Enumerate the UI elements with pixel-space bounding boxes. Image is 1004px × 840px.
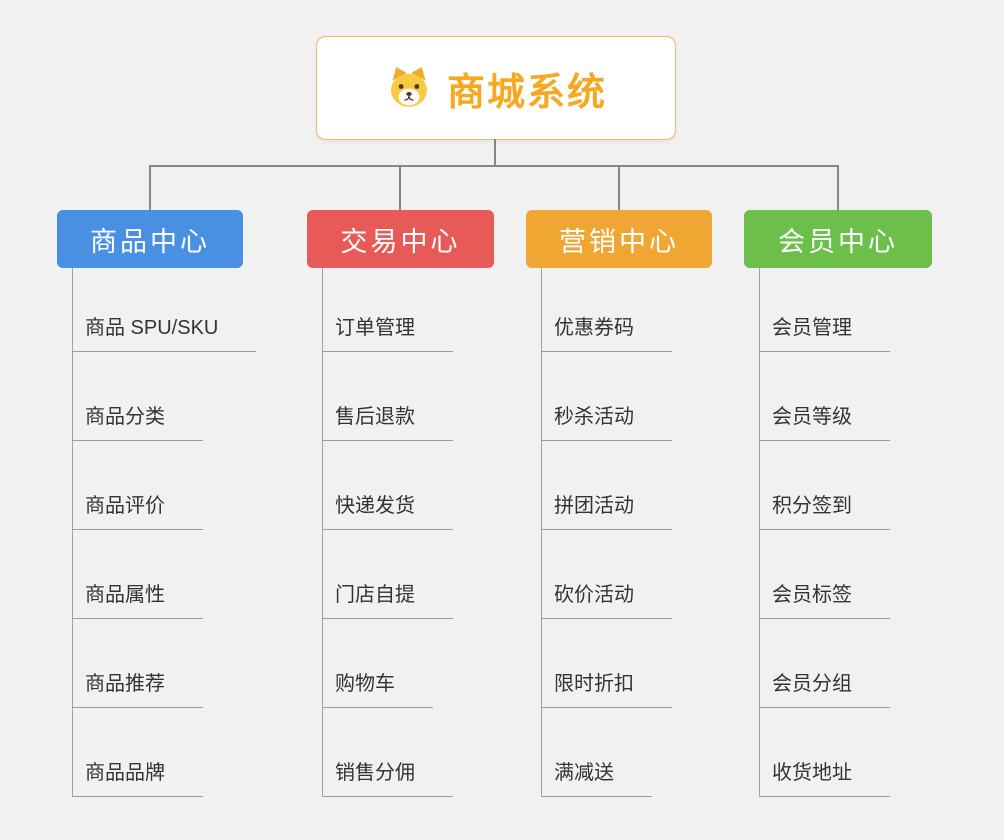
branch-item[interactable]: 商品分类 [72, 405, 203, 441]
connector-drop-branch-1 [149, 167, 151, 211]
branch-member-center: 会员中心 会员管理 会员等级 积分签到 会员标签 会员分组 收货地址 [744, 210, 932, 797]
dog-face-icon [390, 67, 427, 107]
branch-item[interactable]: 商品品牌 [72, 761, 203, 797]
branch-item[interactable]: 满减送 [541, 761, 652, 797]
branch-item[interactable]: 订单管理 [322, 316, 453, 352]
branch-connector-line [72, 268, 73, 797]
branch-header-trade-center[interactable]: 交易中心 [307, 210, 494, 268]
branch-header-member-center[interactable]: 会员中心 [744, 210, 932, 268]
branch-header-marketing-center[interactable]: 营销中心 [526, 210, 712, 268]
connector-drop-branch-3 [618, 167, 620, 211]
branch-item[interactable]: 拼团活动 [541, 494, 672, 530]
branch-item[interactable]: 积分签到 [759, 494, 890, 530]
branch-item[interactable]: 商品推荐 [72, 672, 203, 708]
branch-connector-line [322, 268, 323, 797]
branch-item[interactable]: 售后退款 [322, 405, 453, 441]
connector-horizontal [149, 165, 839, 167]
branch-connector-line [759, 268, 760, 797]
branch-item[interactable]: 收货地址 [759, 761, 890, 797]
branch-item[interactable]: 商品属性 [72, 583, 203, 619]
branch-marketing-center: 营销中心 优惠券码 秒杀活动 拼团活动 砍价活动 限时折扣 满减送 [526, 210, 712, 797]
connector-drop-branch-4 [837, 167, 839, 211]
branch-item[interactable]: 销售分佣 [322, 761, 453, 797]
branch-item[interactable]: 商品 SPU/SKU [72, 316, 257, 352]
branch-connector-line [541, 268, 542, 797]
root-title: 商城系统 [446, 71, 607, 114]
branch-item[interactable]: 会员管理 [759, 316, 890, 352]
root-node[interactable]: 商城系统 [316, 36, 676, 140]
branch-item[interactable]: 优惠券码 [541, 316, 672, 352]
connector-drop-branch-2 [399, 167, 401, 211]
branch-item[interactable]: 砍价活动 [541, 583, 672, 619]
branch-trade-center: 交易中心 订单管理 售后退款 快递发货 门店自提 购物车 销售分佣 [307, 210, 494, 797]
branch-item[interactable]: 会员等级 [759, 405, 890, 441]
branch-product-center: 商品中心 商品 SPU/SKU 商品分类 商品评价 商品属性 商品推荐 商品品牌 [57, 210, 257, 797]
branch-item[interactable]: 门店自提 [322, 583, 453, 619]
branch-item[interactable]: 限时折扣 [541, 672, 672, 708]
branch-item[interactable]: 快递发货 [322, 494, 453, 530]
branch-header-product-center[interactable]: 商品中心 [57, 210, 243, 268]
branch-item[interactable]: 会员分组 [759, 672, 890, 708]
branch-item[interactable]: 购物车 [322, 672, 433, 708]
branch-item[interactable]: 商品评价 [72, 494, 203, 530]
branch-item[interactable]: 秒杀活动 [541, 405, 672, 441]
branch-item[interactable]: 会员标签 [759, 583, 890, 619]
connector-root-stub [494, 139, 496, 166]
